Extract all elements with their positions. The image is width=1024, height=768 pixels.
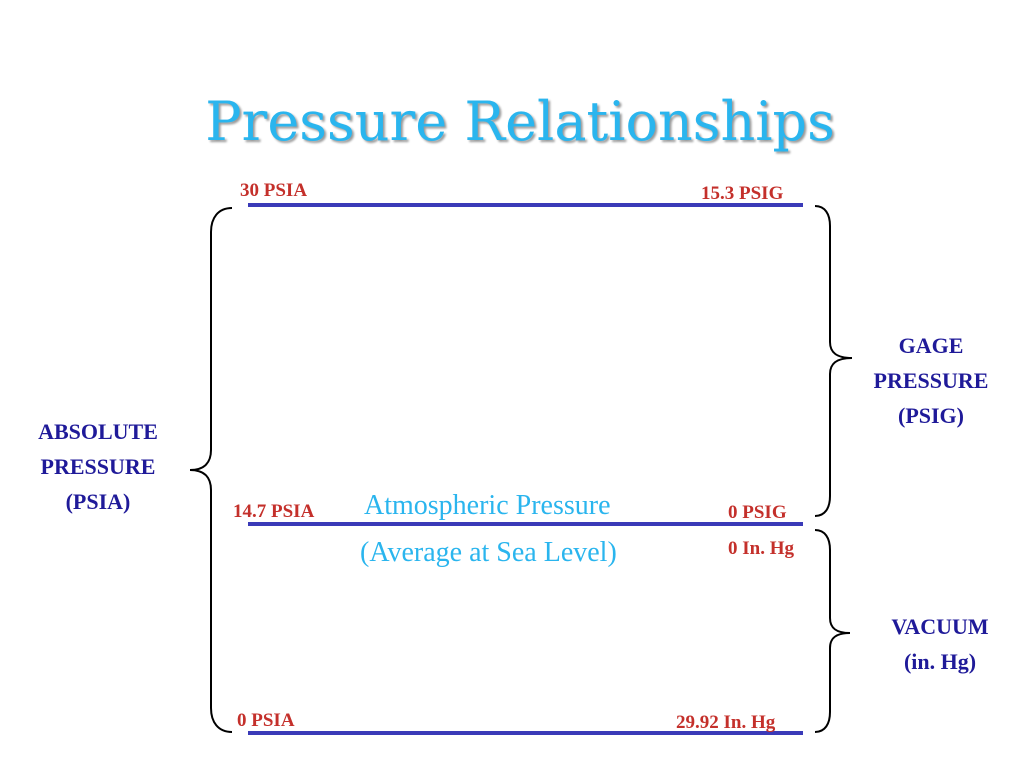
label-0-psia: 0 PSIA <box>237 710 295 731</box>
label-30-psia: 30 PSIA <box>240 180 308 201</box>
vacuum-label: VACUUM (in. Hg) <box>865 609 1015 679</box>
absolute-line-3: (PSIA) <box>65 489 131 514</box>
label-0-in-hg: 0 In. Hg <box>728 538 794 559</box>
absolute-line-1: ABSOLUTE <box>38 419 158 444</box>
label-29-92-in-hg: 29.92 In. Hg <box>676 712 776 733</box>
label-0-psig: 0 PSIG <box>728 502 787 523</box>
gage-line-2: PRESSURE <box>873 368 989 393</box>
absolute-line-2: PRESSURE <box>40 454 156 479</box>
atmospheric-pressure-label: Atmospheric Pressure <box>364 490 611 521</box>
atmospheric-sea-level-note: (Average at Sea Level) <box>360 537 617 568</box>
gage-pressure-label: GAGE PRESSURE (PSIG) <box>852 328 1010 433</box>
absolute-brace <box>189 207 233 733</box>
absolute-pressure-label: ABSOLUTE PRESSURE (PSIA) <box>14 414 182 519</box>
page-title: Pressure Relationships <box>205 90 835 153</box>
gage-line-3: (PSIG) <box>898 403 964 428</box>
gage-brace <box>814 205 853 517</box>
vacuum-brace <box>814 529 851 733</box>
vacuum-line-1: VACUUM <box>891 614 989 639</box>
gage-line-1: GAGE <box>898 333 964 358</box>
label-14-7-psia: 14.7 PSIA <box>233 501 315 522</box>
label-15-3-psig: 15.3 PSIG <box>701 183 784 204</box>
vacuum-line-2: (in. Hg) <box>903 649 977 674</box>
